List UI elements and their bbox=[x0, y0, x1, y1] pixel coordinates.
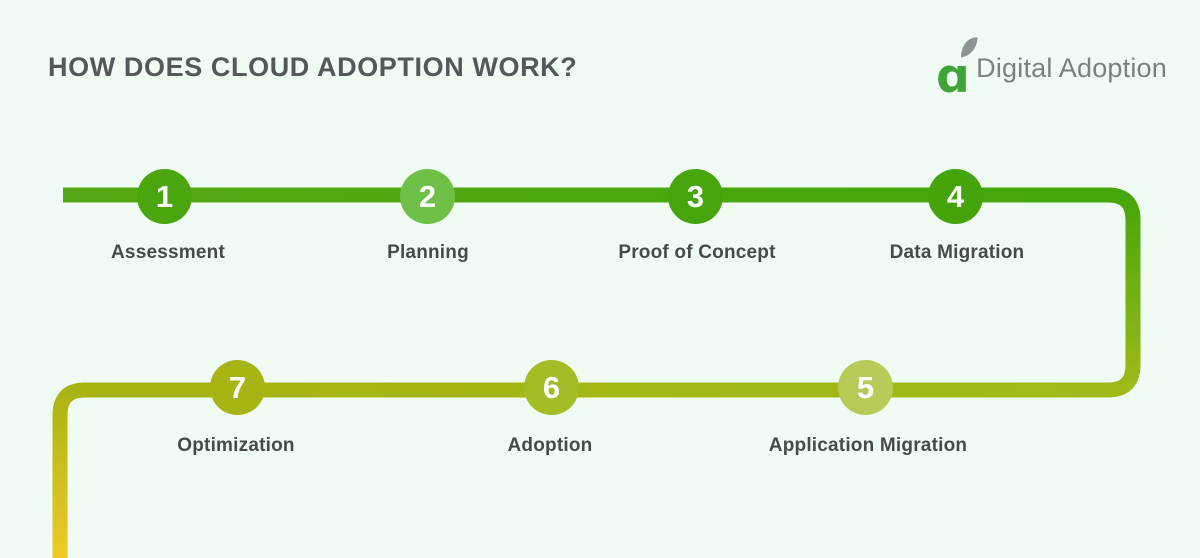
step-number-1: 1 bbox=[155, 178, 174, 214]
step-label-proof-of-concept: Proof of Concept bbox=[618, 242, 776, 263]
digital-adoption-logo: ɑ Digital Adoption bbox=[936, 37, 1167, 100]
logo-a-letter: ɑ bbox=[936, 49, 970, 104]
step-label-assessment: Assessment bbox=[111, 242, 225, 263]
step-circle-7: 7 bbox=[210, 360, 265, 415]
step-label-data-migration: Data Migration bbox=[889, 242, 1025, 263]
step-label-application-migration: Application Migration bbox=[768, 435, 968, 456]
step-circle-4: 4 bbox=[928, 169, 983, 224]
page-title: HOW DOES CLOUD ADOPTION WORK? bbox=[48, 52, 578, 82]
step-label-planning: Planning bbox=[387, 242, 469, 263]
step-circle-1: 1 bbox=[137, 169, 192, 224]
flow-segment-left-curve bbox=[52, 382, 86, 558]
step-label-adoption: Adoption bbox=[507, 435, 593, 456]
flow-segment-right-curve bbox=[1107, 187, 1141, 398]
logo-a-mark-icon: ɑ bbox=[936, 37, 978, 100]
step-number-7: 7 bbox=[228, 369, 247, 405]
step-number-2: 2 bbox=[418, 178, 437, 214]
step-label-optimization: Optimization bbox=[177, 435, 295, 456]
step-number-6: 6 bbox=[542, 369, 561, 405]
step-circle-3: 3 bbox=[668, 169, 723, 224]
step-number-5: 5 bbox=[856, 369, 875, 405]
step-circle-6: 6 bbox=[524, 360, 579, 415]
logo-leaf-icon bbox=[961, 37, 978, 58]
step-circle-2: 2 bbox=[400, 169, 455, 224]
step-circle-5: 5 bbox=[838, 360, 893, 415]
logo-text: Digital Adoption bbox=[976, 53, 1167, 83]
step-number-4: 4 bbox=[946, 178, 965, 214]
step-number-3: 3 bbox=[686, 178, 705, 214]
